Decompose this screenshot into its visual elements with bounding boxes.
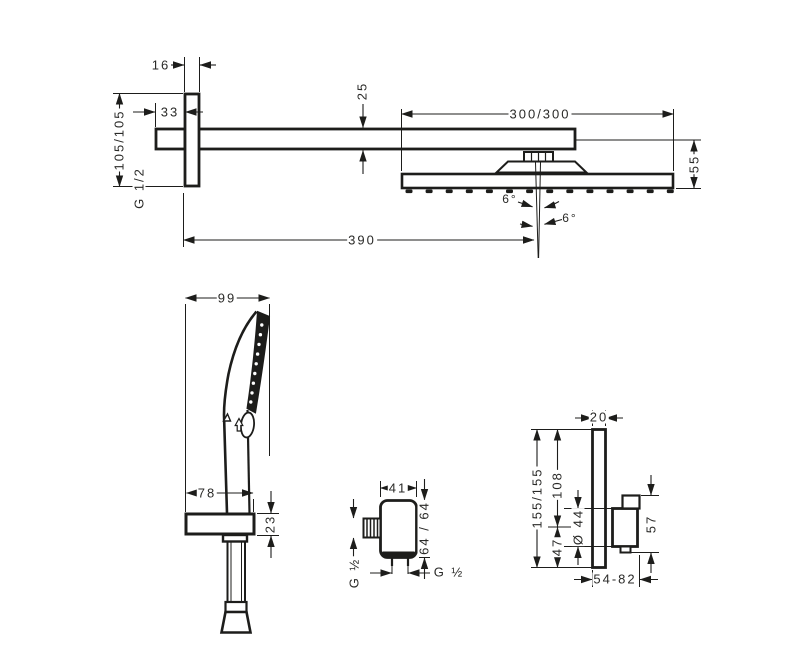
overhead-shower-drawing xyxy=(113,57,701,259)
wall-stub-g12 xyxy=(154,127,187,151)
thermostat-plate xyxy=(591,428,607,569)
knob-lip xyxy=(621,494,641,510)
hose-cone xyxy=(219,610,253,634)
dim-thermostat-plate: 155/155 xyxy=(529,466,545,530)
thermostat-knob xyxy=(611,507,639,548)
spray-axis-right xyxy=(538,162,541,259)
holder-tab xyxy=(221,533,249,543)
nozzle-row xyxy=(405,189,674,194)
dim-install-depth: 54-82 xyxy=(592,571,638,587)
shower-holder xyxy=(184,512,256,536)
dim-arm-thickness: 25 xyxy=(354,80,370,102)
label-outlet-thread-bottom: G ½ xyxy=(432,564,466,580)
dim-head-drop: 55 xyxy=(686,153,702,175)
dim-head-size: 300/300 xyxy=(508,106,572,122)
label-thread-g12: G 1/2 xyxy=(131,166,147,210)
hand-shower-drawing xyxy=(184,294,279,634)
mode-triangle xyxy=(222,412,232,422)
spray-axis-left xyxy=(535,162,539,259)
dim-arm-offset: 33 xyxy=(159,104,181,120)
dim-holder-width: 78 xyxy=(196,485,218,501)
shower-head xyxy=(400,172,675,190)
hose-nut xyxy=(224,600,248,614)
joint-escutcheon xyxy=(494,160,589,174)
outlet-flange xyxy=(382,551,415,557)
spray-face xyxy=(246,310,271,414)
spray-face-dots xyxy=(249,323,264,404)
dim-top-to-knob: 108 xyxy=(549,470,565,500)
dim-holder-height: 23 xyxy=(262,513,278,535)
wall-outlet-drawing xyxy=(349,479,430,579)
dim-spray-angle-left: 6° xyxy=(502,192,518,206)
outlet-body xyxy=(379,499,418,559)
knob-tab xyxy=(619,545,632,554)
dim-handshower-width: 99 xyxy=(216,290,238,306)
wall-plate xyxy=(183,92,201,188)
label-outlet-thread-side: G ½ xyxy=(346,556,362,590)
dim-knob-diameter: Ø 44 xyxy=(570,507,586,547)
dim-knob-height: 57 xyxy=(643,513,659,535)
mode-arrow xyxy=(234,417,244,432)
dim-plate-width: 16 xyxy=(150,57,172,73)
dim-spray-angle-right: 6° xyxy=(562,211,578,225)
dim-thermostat-depth: 20 xyxy=(588,409,610,425)
shower-hose xyxy=(226,541,246,602)
dim-outlet-width: 41 xyxy=(387,480,409,496)
thread-connector xyxy=(362,517,382,539)
dim-arm-reach: 390 xyxy=(347,232,377,248)
dim-knob-to-bottom: 47 xyxy=(549,536,565,558)
shower-arm xyxy=(184,127,577,151)
dim-outlet-height: 64 / 64 xyxy=(416,500,432,556)
dim-plate-height: 105/105 xyxy=(111,108,127,172)
handle-outline xyxy=(222,310,258,514)
